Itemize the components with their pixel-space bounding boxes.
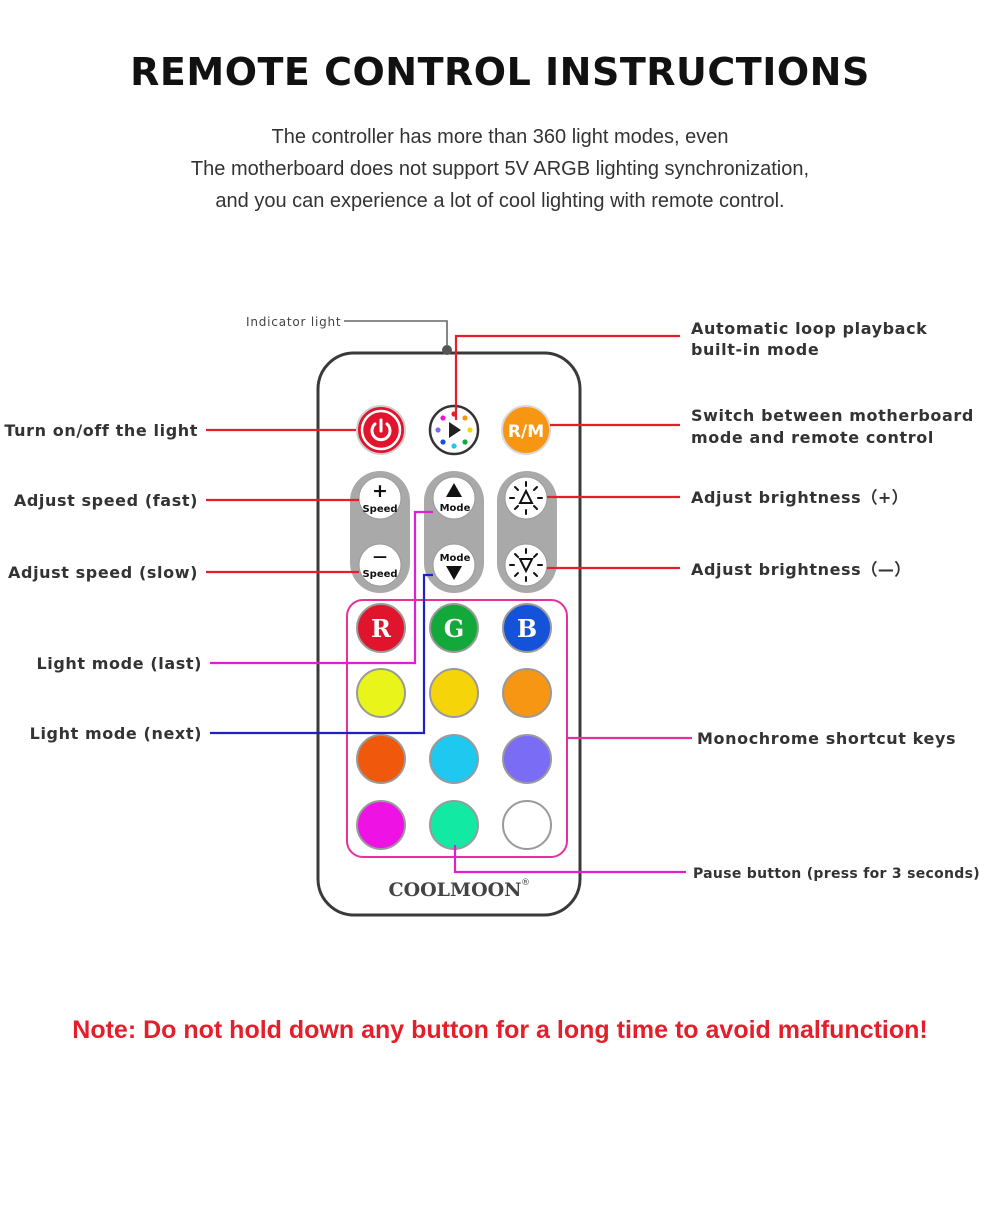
- color-key-letter: R: [371, 614, 392, 643]
- power-button[interactable]: [356, 405, 406, 455]
- color-key-b[interactable]: B: [502, 603, 552, 653]
- indicator-light: [442, 345, 452, 355]
- color-key[interactable]: [502, 800, 552, 850]
- speed-up-button[interactable]: + Speed: [358, 476, 402, 520]
- color-key[interactable]: [502, 668, 552, 718]
- subtitle-line-3: and you can experience a lot of cool lig…: [215, 190, 785, 212]
- color-key[interactable]: [429, 668, 479, 718]
- switch-label-1: Switch between motherboard: [691, 406, 974, 425]
- indicator-label: Indicator light: [246, 315, 342, 329]
- brand-mark: ®: [521, 878, 530, 888]
- rm-button-label: R/M: [508, 422, 544, 442]
- color-key[interactable]: [356, 734, 406, 784]
- color-key[interactable]: [429, 734, 479, 784]
- color-key[interactable]: [356, 668, 406, 718]
- minus-sign: —: [373, 549, 387, 565]
- triangle-up-icon: [446, 483, 462, 497]
- play-button[interactable]: [428, 404, 480, 456]
- sun-up-icon: [509, 481, 543, 515]
- mode-up-button[interactable]: Mode: [432, 476, 476, 520]
- speed-word: Speed: [362, 569, 397, 580]
- page-title: REMOTE CONTROL INSTRUCTIONS: [130, 50, 870, 94]
- mode-last-leader-line: [210, 510, 433, 665]
- mode-next-label: Light mode (next): [29, 724, 202, 743]
- pause-label: Pause button (press for 3 seconds): [693, 866, 980, 882]
- mode-down-button[interactable]: Mode: [432, 543, 476, 587]
- auto-loop-label-1: Automatic loop playback: [691, 319, 928, 338]
- mono-label: Monochrome shortcut keys: [697, 729, 957, 748]
- mode-word: Mode: [440, 553, 471, 564]
- speed-fast-label: Adjust speed (fast): [13, 491, 198, 510]
- indicator-leader-line: [344, 320, 448, 345]
- play-icon: [449, 422, 461, 438]
- sun-down-icon: [509, 548, 543, 582]
- auto-loop-label-2: built-in mode: [691, 340, 820, 359]
- power-label: Turn on/off the light: [4, 421, 198, 440]
- brightness-up-button[interactable]: [504, 476, 548, 520]
- subtitle-line-2: The motherboard does not support 5V ARGB…: [190, 158, 810, 180]
- power-icon: [370, 422, 392, 442]
- bright-minus-label: Adjust brightness（—）: [691, 560, 912, 579]
- color-key-r[interactable]: R: [356, 603, 406, 653]
- color-key-letter: B: [517, 614, 537, 643]
- switch-label-2: mode and remote control: [691, 428, 934, 447]
- auto-loop-leader-line: [454, 334, 680, 420]
- monochrome-keys-frame: [346, 599, 568, 858]
- mode-next-leader-line: [210, 573, 433, 735]
- subtitle-line-1: The controller has more than 360 light m…: [271, 126, 729, 148]
- brightness-down-button[interactable]: [504, 543, 548, 587]
- plus-sign: +: [372, 480, 388, 502]
- speed-slow-label: Adjust speed (slow): [8, 563, 198, 582]
- brand-logo: COOLMOON: [388, 879, 521, 901]
- mode-last-label: Light mode (last): [36, 654, 202, 673]
- speed-word: Speed: [362, 504, 397, 515]
- warning-note: Note: Do not hold down any button for a …: [72, 1016, 928, 1044]
- color-key[interactable]: [356, 800, 406, 850]
- triangle-down-icon: [446, 566, 462, 580]
- mode-word: Mode: [440, 503, 471, 514]
- color-key-letter: G: [444, 614, 465, 643]
- rm-button[interactable]: R/M: [501, 405, 551, 455]
- bright-plus-label: Adjust brightness（+）: [691, 488, 909, 507]
- speed-down-button[interactable]: — Speed: [358, 543, 402, 587]
- color-key[interactable]: [502, 734, 552, 784]
- pause-leader-line: [453, 845, 686, 874]
- color-key-g[interactable]: G: [429, 603, 479, 653]
- color-key[interactable]: [429, 800, 479, 850]
